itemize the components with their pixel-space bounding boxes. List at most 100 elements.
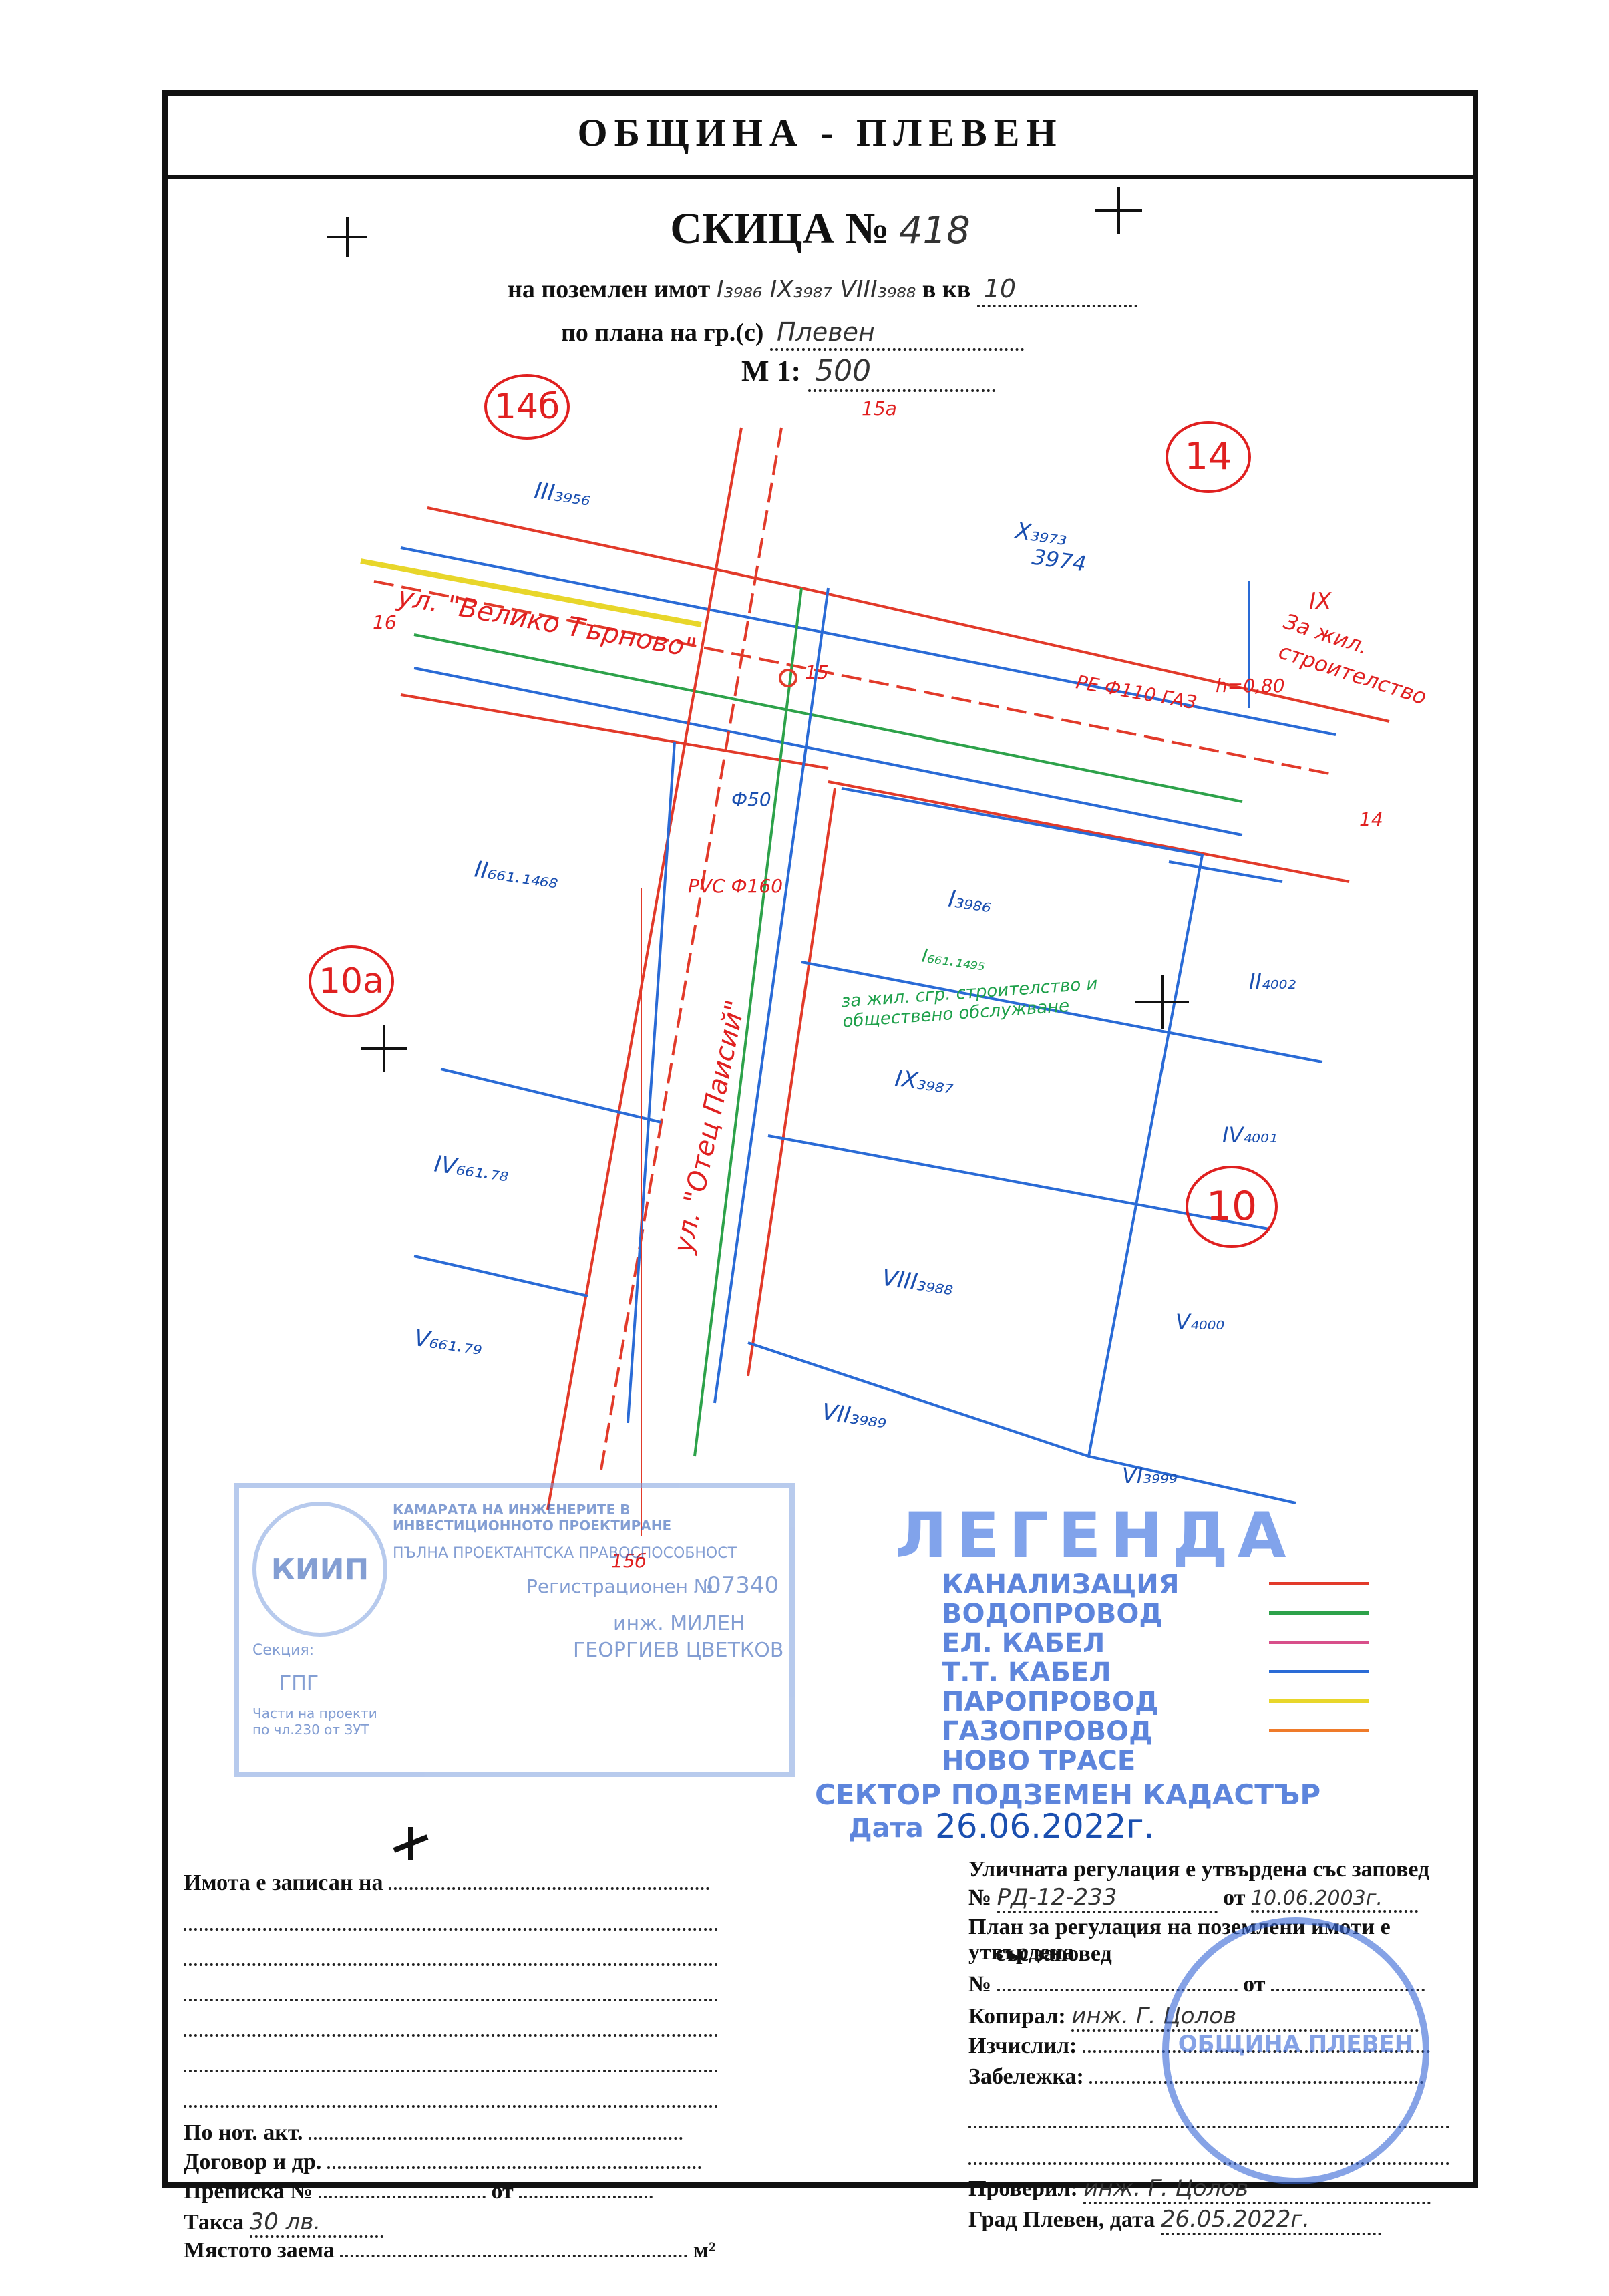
fee-label: Такса xyxy=(184,2210,244,2235)
quarter-10a: 10а xyxy=(309,945,394,1017)
legend-date-label: Дата xyxy=(848,1813,924,1844)
parcel-4000: V₄₀₀₀ xyxy=(1176,1309,1225,1335)
parcel-label: на поземлен имот xyxy=(508,275,711,303)
node-15: 15 xyxy=(805,661,829,683)
blank-line xyxy=(184,2076,718,2108)
document-frame xyxy=(162,90,1478,2188)
quarter-14b: 14б xyxy=(484,374,570,440)
blank-line xyxy=(968,2132,1449,2165)
engineer-stamp: КИИП КАМАРАТА НА ИНЖЕНЕРИТЕ В ИНВЕСТИЦИО… xyxy=(234,1483,795,1777)
stamp-section-label: Секция: xyxy=(252,1642,315,1659)
order-no-label: № xyxy=(968,1885,992,1910)
plan-value: Плевен xyxy=(769,317,1024,351)
contract-dots xyxy=(327,2166,701,2169)
seal-text: ОБЩИНА ПЛЕВЕН xyxy=(1178,2031,1414,2058)
legend-swatch xyxy=(1269,1611,1369,1615)
fee-row: Такса 30 лв. xyxy=(184,2208,725,2238)
municipality-title: ОБЩИНА - ПЛЕВЕН xyxy=(577,111,1063,154)
block-label: в кв xyxy=(922,275,971,303)
legend-swatch xyxy=(1269,1582,1369,1585)
parcel-3999: VI₃₉₉₉ xyxy=(1122,1463,1178,1488)
node-14: 14 xyxy=(1359,808,1383,830)
request-from-dots xyxy=(519,2196,653,2198)
plan-reg-label-2: със заповед xyxy=(995,1941,1112,1966)
quarter-10: 10 xyxy=(1186,1166,1278,1248)
plan-no-label: № xyxy=(968,1972,992,1997)
order-row: № РД-12-233 от 10.06.2003г. xyxy=(968,1884,1463,1915)
street-reg-label: Уличната регулация е утвърдена със запов… xyxy=(968,1857,1430,1882)
legend-item: ЕЛ. КАБЕЛ xyxy=(942,1628,1105,1659)
legend-swatch xyxy=(1269,1699,1369,1703)
legend-item: ВОДОПРОВОД xyxy=(942,1599,1164,1629)
parcel-4002: II₄₀₀₂ xyxy=(1249,969,1296,994)
stamp-reg-no: 07340 xyxy=(707,1572,779,1599)
sketch-number: 418 xyxy=(898,209,970,253)
legend-item: НОВО ТРАСЕ xyxy=(942,1746,1136,1776)
stamp-capacity: ПЪЛНА ПРОЕКТАНТСКА ПРАВОСПОСОБНОСТ xyxy=(393,1545,737,1562)
contract-label: Договор и др. xyxy=(184,2150,322,2174)
scale-value: 500 xyxy=(808,354,996,392)
kiip-short: КИИП xyxy=(271,1552,369,1587)
plan-line: по плана на гр.(с) Плевен xyxy=(561,317,1024,351)
legend-item: ГАЗОПРОВОД xyxy=(942,1716,1153,1747)
plan-reg-label-1: План за регулация на поземлени имоти е у… xyxy=(968,1915,1391,1965)
legend-item: ПАРОПРОВОД xyxy=(942,1687,1159,1717)
diameter-label: Ф50 xyxy=(731,788,771,810)
stamp-section: ГПГ xyxy=(279,1672,319,1695)
contract-row: Договор и др. xyxy=(184,2150,725,2179)
node-15a: 15а xyxy=(862,397,897,420)
blank-line xyxy=(184,1969,718,2001)
sketch-title-label: СКИЦА № xyxy=(670,204,890,253)
stamp-title: инж. МИЛЕН xyxy=(613,1612,745,1635)
block-value: 10 xyxy=(976,274,1137,307)
area-unit: м² xyxy=(693,2238,716,2263)
city-date-value: 26.05.2022г. xyxy=(1160,2206,1381,2235)
form-left: Имота е записан на По нот. акт. Договор … xyxy=(184,1870,725,2267)
legend-list: КАНАЛИЗАЦИЯ ВОДОПРОВОД ЕЛ. КАБЕЛ Т.Т. КА… xyxy=(942,1570,1180,1776)
legend-item: Т.Т. КАБЕЛ xyxy=(942,1657,1111,1688)
legend-date-value: 26.06.2022г. xyxy=(935,1807,1155,1846)
scale-line: М 1: 500 xyxy=(741,354,996,392)
quarter-14: 14 xyxy=(1166,421,1251,493)
order-no: РД-12-233 xyxy=(997,1884,1218,1913)
area-label: Мястото заема xyxy=(184,2238,335,2263)
plan-no-dots xyxy=(997,1989,1238,1991)
request-from: от xyxy=(491,2179,514,2204)
request-label: Преписка № xyxy=(184,2179,313,2204)
legend-item: КАНАЛИЗАЦИЯ xyxy=(942,1569,1180,1600)
area-dots xyxy=(340,2255,688,2257)
request-dots xyxy=(318,2196,486,2198)
notes-label: Забележка: xyxy=(968,2064,1084,2089)
owner-row: Имота е записан на xyxy=(184,1870,725,1901)
owner-dots xyxy=(389,1887,709,1890)
municipal-seal: ОБЩИНА ПЛЕВЕН xyxy=(1162,1917,1429,2184)
area-row: Мястото заема м² xyxy=(184,2238,725,2267)
parcel-4001: IV₄₀₀₁ xyxy=(1222,1122,1278,1148)
city-date-row: Град Плевен, дата 26.05.2022г. xyxy=(968,2206,1463,2237)
city-date-label: Град Плевен, дата xyxy=(968,2207,1155,2232)
legend-swatch xyxy=(1269,1641,1369,1644)
legend-sector: СЕКТОР ПОДЗЕМЕН КАДАСТЪР xyxy=(815,1778,1321,1811)
stamp-name: ГЕОРГИЕВ ЦВЕТКОВ xyxy=(573,1639,784,1662)
depth-label: h=0,80 xyxy=(1216,675,1285,697)
calc-label: Изчислил: xyxy=(968,2033,1077,2058)
blank-line xyxy=(184,1901,718,1931)
scale-label: М 1: xyxy=(741,355,801,387)
legend-swatch xyxy=(1269,1729,1369,1732)
kiip-logo: КИИП xyxy=(252,1502,387,1637)
blank-line xyxy=(184,2005,718,2037)
notary-label: По нот. акт. xyxy=(184,2120,303,2145)
order-from: 10.06.2003г. xyxy=(1250,1887,1418,1913)
checked-value: инж. Г. Цолов xyxy=(1083,2175,1431,2204)
request-row: Преписка № от xyxy=(184,2179,725,2208)
stamp-org: КАМАРАТА НА ИНЖЕНЕРИТЕ В ИНВЕСТИЦИОННОТО… xyxy=(393,1502,672,1534)
owner-label: Имота е записан на xyxy=(184,1870,383,1895)
notary-dots xyxy=(308,2137,683,2140)
fee-value: 30 лв. xyxy=(249,2208,383,2238)
notary-row: По нот. акт. xyxy=(184,2120,725,2150)
legend-swatch xyxy=(1269,1670,1369,1673)
parcel-value: I₃₉₈₆ IX₃₉₈₇ VIII₃₉₈₈ xyxy=(716,276,916,303)
parcel-line: на поземлен имот I₃₉₈₆ IX₃₉₈₇ VIII₃₉₈₈ в… xyxy=(508,274,1137,307)
